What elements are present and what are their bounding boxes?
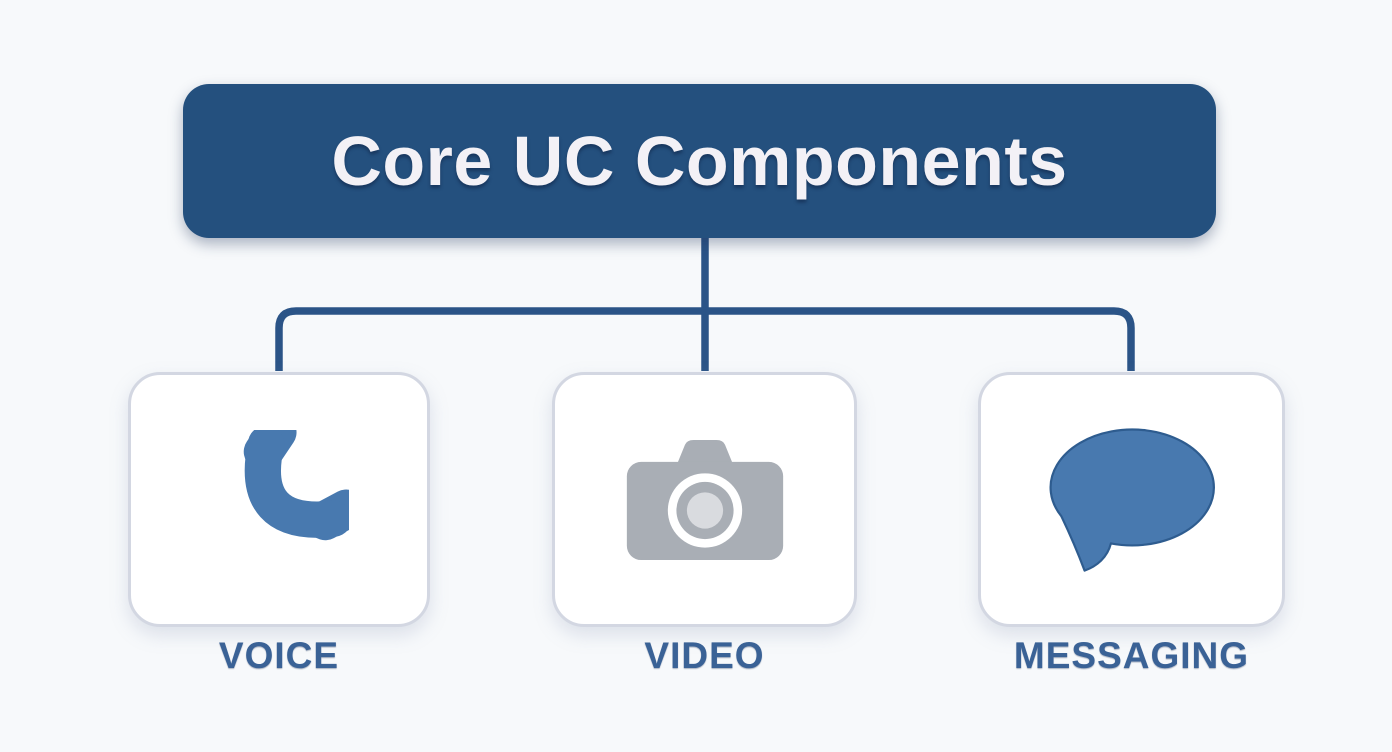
phone-icon — [243, 429, 349, 540]
camera-icon — [626, 439, 783, 560]
voice-card — [128, 372, 430, 627]
video-label: VIDEO — [644, 635, 765, 676]
messaging-card — [978, 372, 1285, 627]
root-node: Core UC Components — [183, 84, 1216, 238]
connector-branch-rail — [275, 307, 1135, 371]
diagram-title: Core UC Components — [331, 122, 1068, 200]
voice-label: VOICE — [218, 635, 340, 676]
branch-video: VIDEO — [552, 372, 857, 677]
branch-messaging: MESSAGING — [978, 372, 1285, 677]
video-card — [552, 372, 857, 627]
messaging-label: MESSAGING — [1013, 635, 1250, 676]
branch-voice: VOICE — [128, 372, 430, 677]
speech-bubble-icon — [1049, 428, 1215, 572]
